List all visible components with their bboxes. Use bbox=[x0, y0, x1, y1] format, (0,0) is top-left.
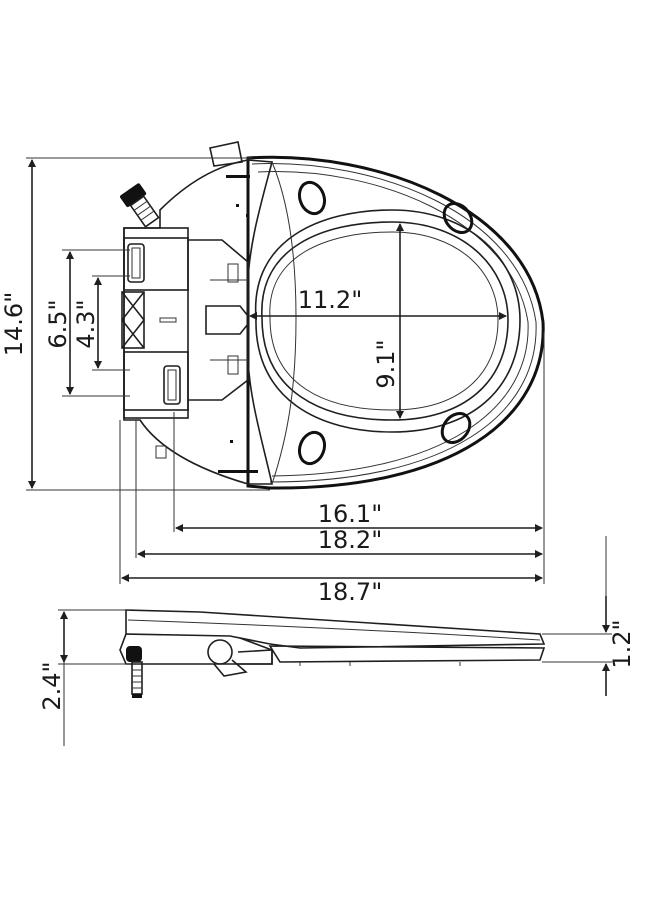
top-tab bbox=[209, 141, 243, 167]
seat-outer-outline bbox=[246, 155, 545, 490]
bumper-bottom-right bbox=[440, 412, 472, 444]
seat-ring bbox=[254, 209, 521, 433]
label-side-height: 1.2" bbox=[608, 619, 636, 668]
dim-opening-width: 11.2" bbox=[249, 286, 507, 320]
mounting-plate bbox=[121, 291, 145, 349]
dim-bracket-inner: 4.3" bbox=[72, 275, 130, 371]
bracket-slot-bottom bbox=[163, 365, 181, 405]
bumper-bottom-left bbox=[297, 430, 327, 466]
label-opening-width: 11.2" bbox=[298, 286, 362, 314]
dim-length-18-2: 18.2" bbox=[135, 420, 543, 558]
bracket-slot-top bbox=[127, 243, 145, 283]
hinge-bracket-frame bbox=[123, 227, 189, 419]
hinge-latch bbox=[205, 305, 249, 335]
water-inlet-fitting bbox=[120, 183, 160, 228]
dim-overall-length: 14.6" bbox=[0, 157, 270, 491]
dim-side-height: 1.2" bbox=[542, 536, 636, 696]
bumper-top-left bbox=[297, 180, 327, 216]
dim-length-18-7: 18.7" bbox=[119, 420, 543, 606]
label-bracket-inner: 4.3" bbox=[72, 299, 100, 348]
top-view bbox=[120, 141, 545, 490]
dim-bracket-span: 6.5" bbox=[44, 249, 130, 397]
dim-opening-length: 9.1" bbox=[372, 223, 404, 419]
dim-length-16-1: 16.1" bbox=[173, 332, 545, 584]
label-length-16-1: 16.1" bbox=[318, 500, 382, 528]
side-hinge-knob bbox=[207, 639, 233, 665]
label-overall-length: 14.6" bbox=[0, 292, 28, 356]
bumper-top-right bbox=[442, 202, 474, 234]
dim-side-total-height: 2.4" bbox=[38, 609, 130, 746]
label-length-18-7: 18.7" bbox=[318, 578, 382, 606]
label-side-total-height: 2.4" bbox=[38, 661, 66, 710]
side-inlet-fitting bbox=[126, 646, 143, 698]
label-length-18-2: 18.2" bbox=[318, 526, 382, 554]
label-opening-length: 9.1" bbox=[372, 339, 400, 388]
side-view bbox=[119, 609, 546, 698]
seat-opening bbox=[261, 221, 509, 421]
label-bracket-span: 6.5" bbox=[44, 299, 72, 348]
side-seat-profile bbox=[125, 609, 546, 649]
